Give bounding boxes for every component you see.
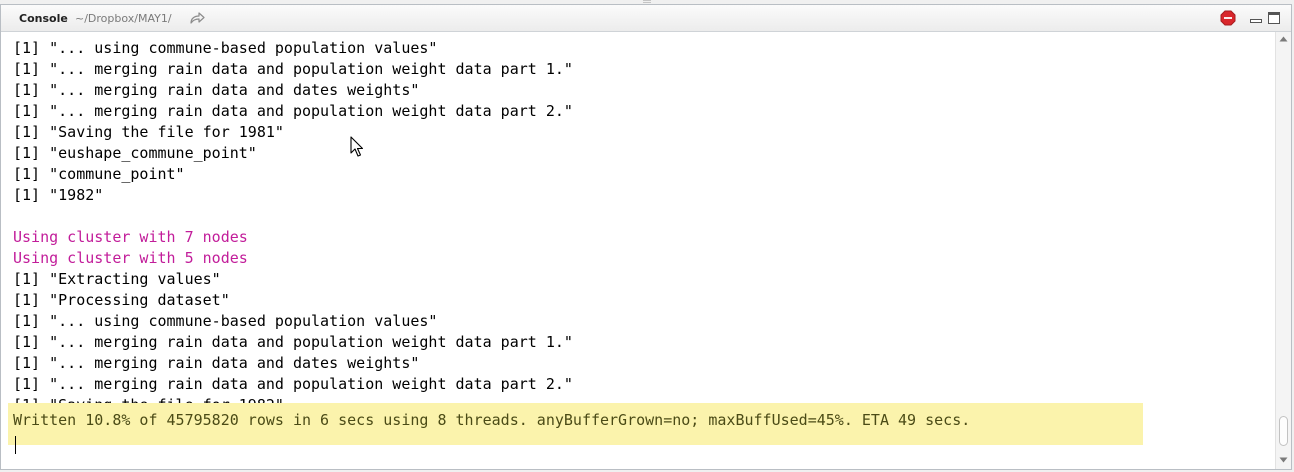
pane-resize-grip[interactable]: [643, 0, 651, 3]
console-message-line: Using cluster with 7 nodes: [13, 228, 248, 246]
console-title[interactable]: Console: [19, 12, 68, 25]
console-output-line: [1] "... merging rain data and populatio…: [13, 102, 573, 120]
working-directory-path: ~/Dropbox/MAY1/: [75, 12, 172, 25]
scroll-up-icon[interactable]: [1279, 36, 1288, 42]
scroll-down-icon[interactable]: [1279, 457, 1288, 463]
vertical-scrollbar[interactable]: [1275, 32, 1291, 469]
console-output-line: [1] "eushape_commune_point": [13, 144, 257, 162]
console-output-line: [1] "Processing dataset": [13, 291, 230, 309]
console-output-line: [1] "... merging rain data and dates wei…: [13, 81, 420, 99]
console-output-line: [1] "commune_point": [13, 165, 185, 183]
minimize-icon[interactable]: [1249, 12, 1263, 24]
console-output-line: [1] "Extracting values": [13, 270, 221, 288]
console-output-line: [1] "... using commune-based population …: [13, 312, 438, 330]
progress-text: Written 10.8% of 45795820 rows in 6 secs…: [13, 411, 971, 429]
go-to-directory-icon[interactable]: [189, 12, 205, 24]
console-output-line: [1] "... merging rain data and populatio…: [13, 375, 573, 393]
console-message-line: Using cluster with 5 nodes: [13, 249, 248, 267]
console-output-line: [1] "1982": [13, 186, 104, 204]
progress-message: Written 10.8% of 45795820 rows in 6 secs…: [8, 403, 1143, 445]
stop-icon[interactable]: [1220, 10, 1236, 26]
console-output-line: [1] "... using commune-based population …: [13, 39, 438, 57]
mouse-pointer-icon: [350, 136, 364, 157]
console-output-line: [1] "... merging rain data and dates wei…: [13, 354, 420, 372]
console-output-line: [1] "... merging rain data and populatio…: [13, 60, 573, 78]
console-output-line: [1] "Saving the file for 1981": [13, 123, 284, 141]
console-header: Console ~/Dropbox/MAY1/: [1, 5, 1291, 32]
console-output[interactable]: [1] "... using commune-based population …: [1, 32, 1275, 469]
console-pane: Console ~/Dropbox/MAY1/ [1] "... using c…: [0, 4, 1292, 470]
console-output-line: [1] "... merging rain data and populatio…: [13, 333, 573, 351]
scrollbar-thumb[interactable]: [1279, 416, 1288, 446]
maximize-icon[interactable]: [1267, 11, 1281, 25]
input-caret[interactable]: [15, 436, 16, 454]
